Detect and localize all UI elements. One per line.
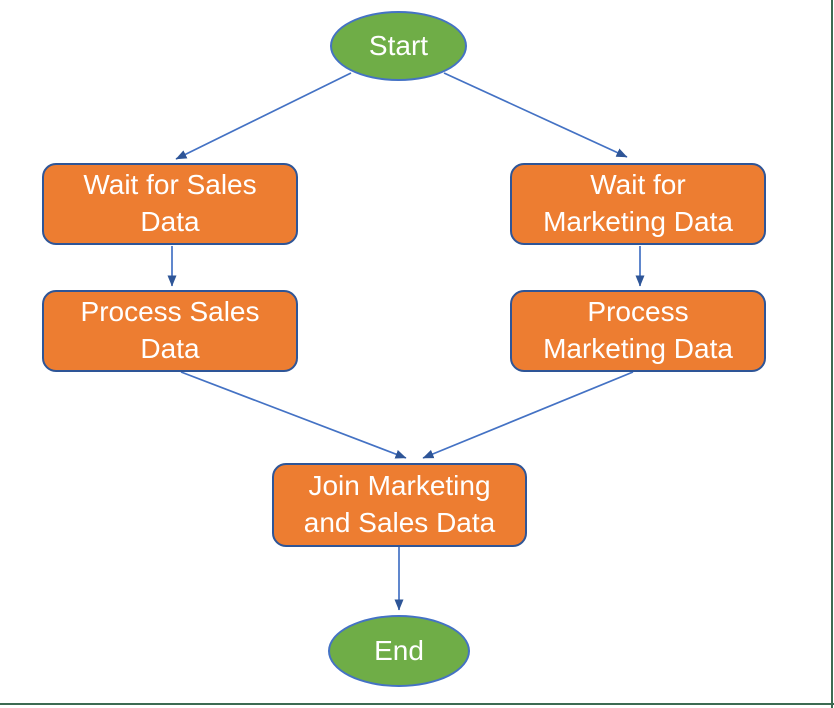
node-wait-sales: Wait for Sales Data (42, 163, 298, 245)
node-join-label: Join Marketing and Sales Data (303, 470, 496, 538)
edge-start-to-wait-sales (175, 72, 352, 160)
node-wait-marketing: Wait for Marketing Data (510, 163, 766, 245)
node-start: Start (330, 11, 467, 81)
node-end: End (328, 615, 470, 687)
node-start-label: Start (368, 29, 429, 61)
node-process-sales-label: Process Sales Data (80, 296, 260, 364)
node-process-sales: Process Sales Data (42, 290, 298, 372)
frame-border-bottom (0, 703, 834, 705)
node-process-marketing: Process Marketing Data (510, 290, 766, 372)
node-wait-marketing-label: Wait for Marketing Data (543, 169, 733, 237)
node-join: Join Marketing and Sales Data (272, 463, 527, 547)
edge-process-marketing-to-join (422, 371, 634, 459)
edge-start-to-wait-marketing (443, 72, 628, 158)
node-end-label: End (374, 634, 424, 666)
frame-border-right (831, 0, 833, 708)
node-wait-sales-label: Wait for Sales Data (83, 169, 257, 237)
edge-process-sales-to-join (180, 371, 407, 459)
node-process-marketing-label: Process Marketing Data (543, 296, 733, 364)
